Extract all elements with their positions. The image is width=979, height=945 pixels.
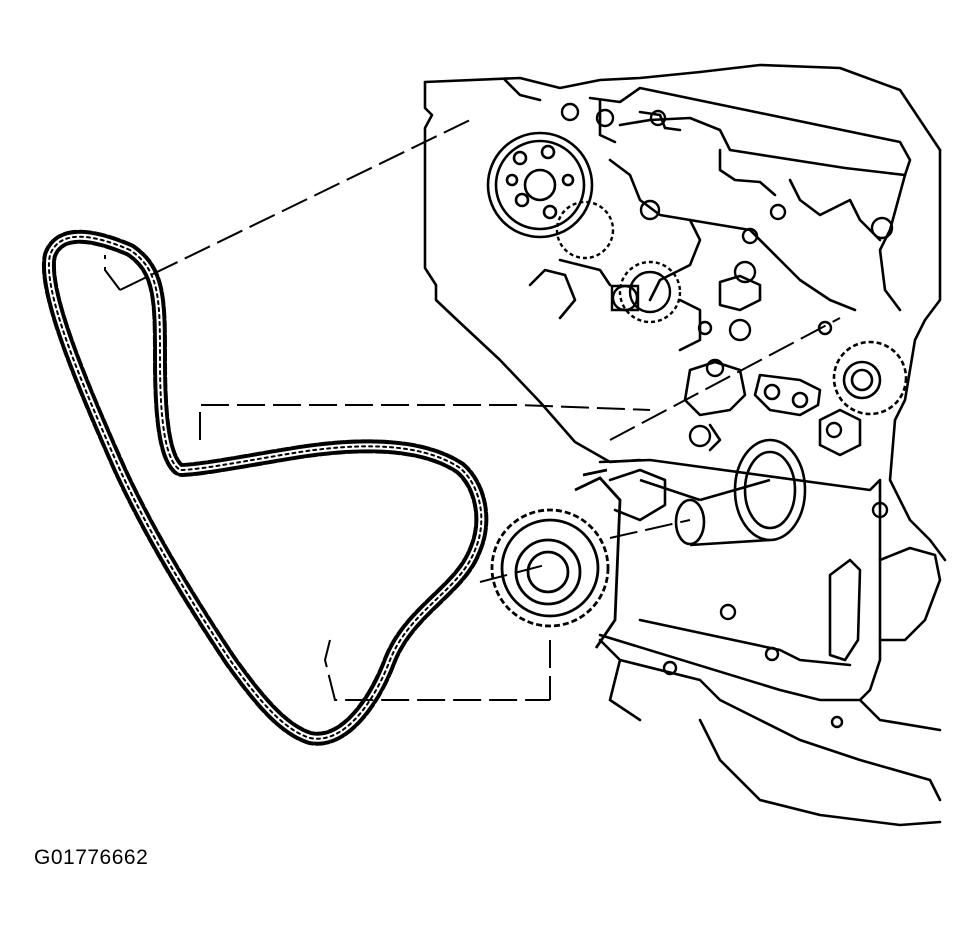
camshaft-sprocket — [486, 131, 594, 239]
figure-id-label: G01776662 — [34, 846, 149, 869]
bolt-holes — [560, 102, 894, 729]
cam-drive-gear — [555, 200, 682, 324]
crankshaft-sprocket — [490, 468, 622, 649]
crankshaft-snout — [639, 438, 807, 547]
leader-lines — [104, 119, 841, 701]
idler-sprocket — [832, 340, 908, 416]
timing-chain — [42, 229, 489, 746]
engine-block — [423, 63, 947, 827]
